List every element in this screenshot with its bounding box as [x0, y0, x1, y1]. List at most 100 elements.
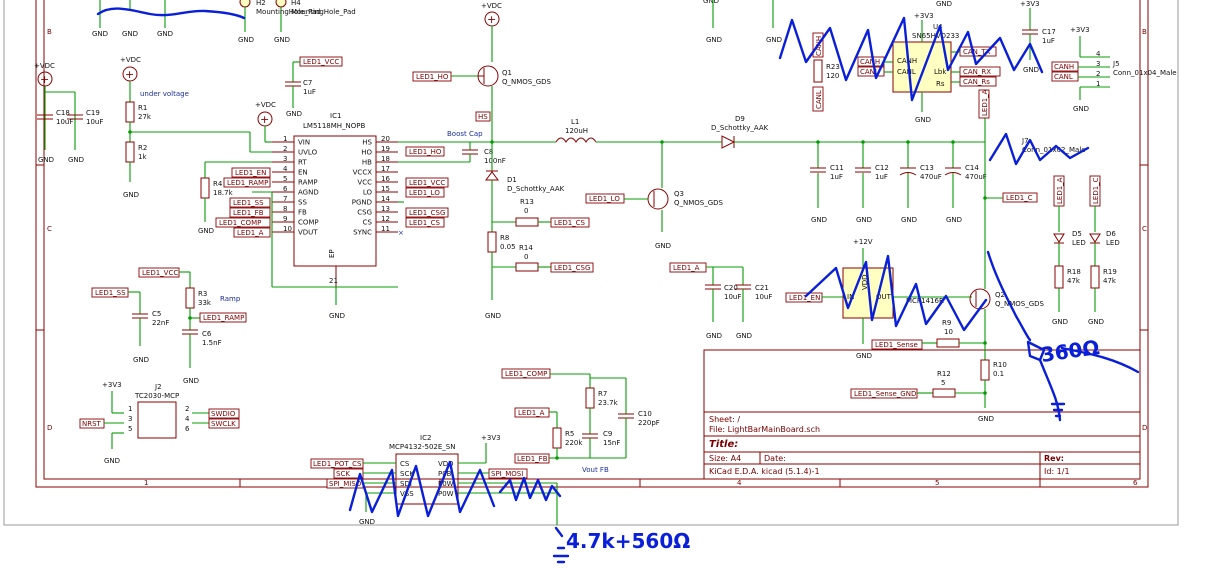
mounting-holes: H2 MountingHole_Pad H4 MountingHole_Pad … [92, 0, 356, 44]
c13-value: 470uF [920, 173, 942, 181]
svg-text:+: + [125, 68, 134, 81]
q3-ref: Q3 [674, 190, 684, 198]
ic1-pin-name: VCCX [353, 169, 373, 177]
ic1-pin-number: 1 [283, 135, 287, 143]
ic1-pin-number: 14 [381, 195, 390, 203]
gnd-label: GND [1088, 318, 1104, 326]
net-canl: CANL [860, 68, 879, 76]
net-led1-csg-r14: LED1_CSG [554, 264, 590, 272]
ic1-value: LM5118MH_NOPB [303, 122, 366, 130]
r14-ref: R14 [519, 244, 533, 252]
size-label: Size: A4 [709, 454, 741, 463]
net-led1-ho: LED1_HO [409, 148, 442, 156]
gnd-label: GND [1023, 66, 1039, 74]
gnd-label: GND [1073, 105, 1089, 113]
net-led1-a-top: LED1_A [981, 89, 989, 116]
input-caps: + +VDC C18 10uF C19 10uF GND GND [34, 62, 103, 164]
ic1-right-nets: LED1_HO C8 100nF Boost Cap LED1_VCC LED1… [398, 130, 506, 237]
j5-value: Conn_01x04_Male [1113, 69, 1177, 77]
r4-ref: R4 [213, 180, 223, 188]
j2-pin-2: 2 [185, 405, 189, 413]
gnd-label: GND [946, 216, 962, 224]
r14-value: 0 [524, 253, 528, 261]
net-nrst: NRST [82, 420, 102, 428]
r9-ref: R9 [942, 319, 951, 327]
d6-value: LED [1106, 239, 1120, 247]
r7-ref: R7 [598, 390, 607, 398]
vdc-label: +VDC [120, 56, 141, 64]
l1-ref: L1 [571, 118, 579, 126]
uvlo-divider: + +VDC R1 27k R2 1k under voltage GND [120, 56, 272, 199]
ic1-pin-number: 15 [381, 185, 390, 193]
v33-label: +3V3 [481, 434, 501, 442]
ic1-pin-number: 7 [283, 195, 287, 203]
c13-ref: C13 [920, 164, 934, 172]
net-led1-a-c20: LED1_A [673, 264, 700, 272]
r10-value: 0.1 [993, 370, 1004, 378]
ic2-pin-sdi: SDI [400, 480, 412, 488]
q1-ref: Q1 [502, 69, 512, 77]
net-led1-ss-c5: LED1_SS [95, 289, 126, 297]
h2-value: MountingHole_Pad [256, 8, 321, 16]
sheet-id: Id: 1/1 [1044, 467, 1070, 476]
r10-ref: R10 [993, 361, 1007, 369]
ic2-value: MCP4132-502E_SN [389, 443, 455, 451]
u-drv-value: MCP1416R [906, 297, 944, 305]
net-spi-mosi: SPI_MOSI [491, 470, 523, 478]
gnd-label: GND [485, 312, 501, 320]
r5-ref: R5 [565, 430, 574, 438]
j5-pin-1: 1 [1096, 80, 1100, 88]
ic1-pin-name: PGND [352, 199, 372, 207]
r12-ref: R12 [937, 370, 951, 378]
gnd-label: GND [38, 156, 54, 164]
svg-text:+: + [487, 13, 496, 26]
ic1-pin-number: 8 [283, 205, 287, 213]
ic1-pin-name: VCC [357, 179, 372, 187]
u4-pin-lbk: Lbk [934, 68, 947, 76]
u4-ref: U4 [933, 23, 943, 31]
r13-ref: R13 [520, 198, 534, 206]
c18-value: 10uF [56, 118, 73, 126]
r1-value: 27k [138, 113, 152, 121]
net-canl-j5: CANL [1054, 73, 1073, 81]
v12-label: +12V [853, 238, 873, 246]
j2-pin-5: 5 [128, 425, 132, 433]
r19-ref: R19 [1103, 268, 1117, 276]
gnd-label: GND [856, 352, 872, 360]
title-block: Sheet: / File: LightBarMainBoard.sch Tit… [703, 349, 1141, 480]
gnd-label: GND [901, 216, 917, 224]
q3-value: Q_NMOS_GDS [674, 199, 724, 207]
ic1-pin-name: SS [298, 199, 307, 207]
l1-value: 120uH [565, 127, 588, 135]
gnd-label: GND [915, 116, 931, 124]
net-led1-vcc-r3: LED1_VCC [142, 269, 178, 277]
c18-ref: C18 [56, 109, 70, 117]
c17-ref: C17 [1042, 28, 1056, 36]
ic1-pin-number: 3 [283, 155, 287, 163]
h2-ref: H2 [256, 0, 266, 7]
ic1-pin-name: RAMP [298, 179, 318, 187]
vdc-label: +VDC [34, 62, 55, 70]
c21-value: 10uF [755, 293, 772, 301]
gnd-label: GND [123, 191, 139, 199]
ic2-pin-p0w-2: P0W [438, 490, 454, 498]
col-label-1: 1 [144, 479, 148, 487]
c7-value: 1uF [303, 88, 316, 96]
gnd-label: GND [157, 30, 173, 38]
r19-value: 47k [1103, 277, 1117, 285]
d9-ref: D9 [735, 115, 745, 123]
v33-label: +3V3 [1020, 0, 1040, 8]
gnd-label: GND [286, 110, 302, 118]
net-can-rs: CAN_Rs [963, 78, 990, 86]
d5-value: LED [1072, 239, 1086, 247]
net-led1-cs-r13: LED1_CS [554, 219, 586, 227]
net-canh: CANH [860, 58, 880, 66]
net-led1-csg: LED1_CSG [409, 209, 445, 217]
net-led1-ramp: LED1_RAMP [227, 179, 268, 187]
j5-pin-2: 2 [1096, 70, 1100, 78]
can-transceiver: GND GND GND GND +3V3 U4 SN65HVD233 CANH … [703, 0, 1177, 124]
gnd-label: GND [329, 312, 345, 320]
c10-ref: C10 [638, 410, 652, 418]
ic1-pin-number: 20 [381, 135, 390, 143]
